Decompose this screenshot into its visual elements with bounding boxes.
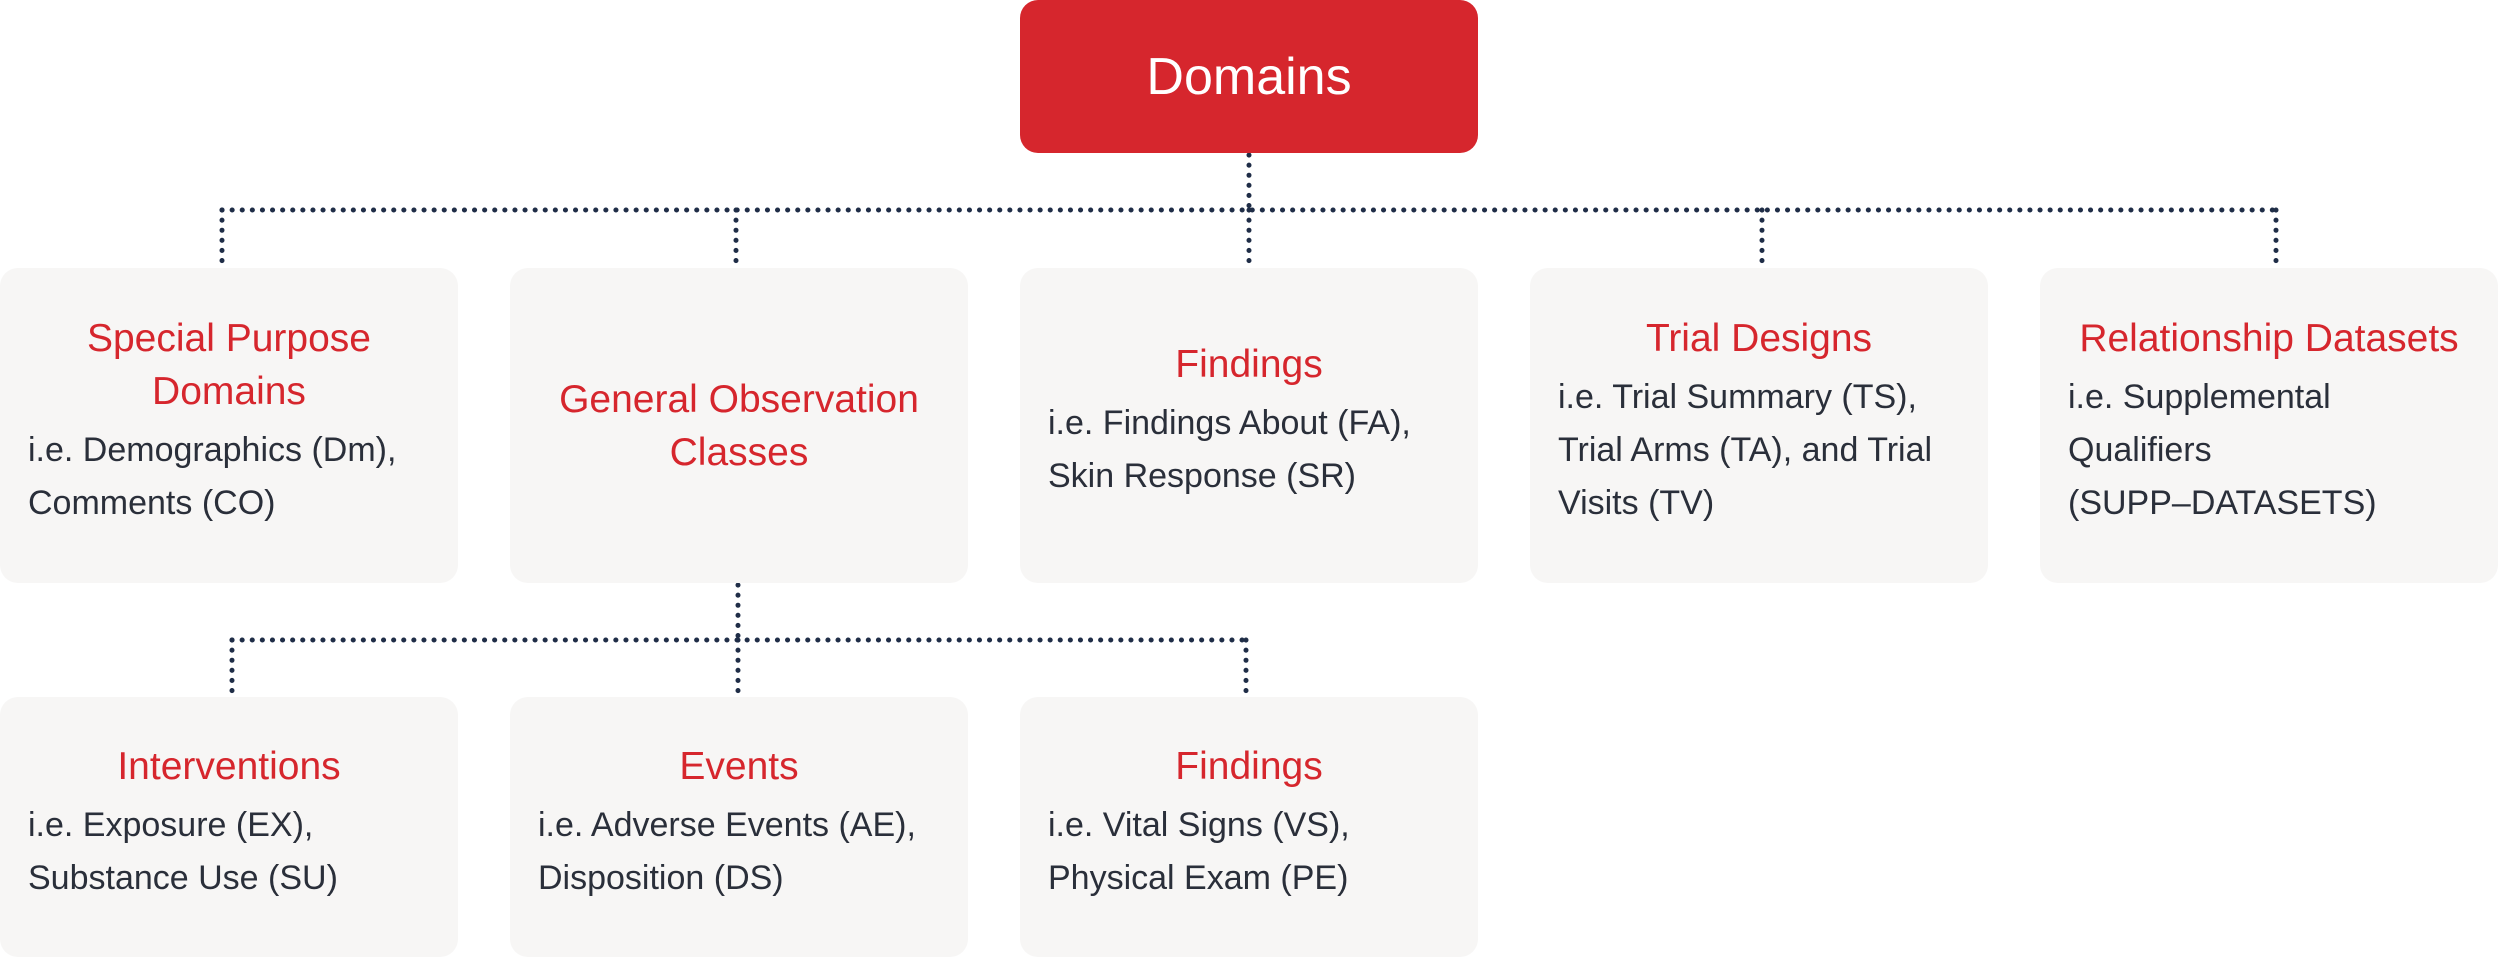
node-description-line: Physical Exam (PE)	[1048, 858, 1349, 897]
node-description: i.e. Vital Signs (VS), Physical Exam (PE)	[1048, 799, 1450, 905]
node-title: Trial Designs	[1558, 312, 1960, 365]
findings-box: Findings i.e. Findings About (FA), Skin Re…	[1020, 268, 1478, 583]
node-description-line: Qualifiers	[2068, 430, 2212, 469]
node-description-line: (SUPP–DATASETS)	[2068, 483, 2377, 522]
node-description: i.e. Exposure (EX), Substance Use (SU)	[28, 799, 430, 905]
node-title: Interventions	[28, 740, 430, 793]
trial-designs-box: Trial Designs i.e. Trial Summary (TS), Tri…	[1530, 268, 1988, 583]
node-title-line: Special Purpose	[86, 316, 371, 360]
node-title: Findings	[1048, 338, 1450, 391]
node-title: Relationship Datasets	[2068, 312, 2470, 365]
node-title-line: Findings	[1175, 343, 1323, 386]
domains-root-title: Domains	[1146, 47, 1352, 106]
node-description-line: i.e. Vital Signs (VS),	[1048, 805, 1350, 844]
node-description: i.e. Findings About (FA), Skin Response (…	[1048, 397, 1450, 503]
node-description-line: i.e. Findings About (FA),	[1048, 404, 1411, 442]
node-description-line: i.e. Supplemental	[2068, 377, 2331, 416]
node-description-line: Substance Use (SU)	[28, 858, 338, 897]
node-description: i.e. Demographics (Dm), Comments (CO)	[28, 424, 430, 530]
node-title-line: Classes	[669, 430, 809, 474]
node-title-line: Relationship Datasets	[2079, 316, 2459, 360]
node-title-line: Domains	[152, 369, 306, 413]
node-description-line: i.e. Trial Summary (TS),	[1558, 377, 1917, 416]
node-title: Findings	[1048, 740, 1450, 793]
findings-box: Findings i.e. Vital Signs (VS), Physical E…	[1020, 697, 1478, 957]
node-title-line: General Observation	[559, 377, 919, 421]
events-box: Events i.e. Adverse Events (AE), Dispositi…	[510, 697, 968, 957]
node-description-line: Visits (TV)	[1558, 483, 1715, 522]
node-title-line: Interventions	[117, 744, 341, 788]
node-description: i.e. Trial Summary (TS), Trial Arms (TA),…	[1558, 371, 1960, 530]
node-description-line: Trial Arms (TA), and Trial	[1558, 430, 1933, 469]
node-description: i.e. Adverse Events (AE), Disposition (DS…	[538, 799, 940, 905]
node-description-line: Skin Response (SR)	[1048, 457, 1357, 495]
node-description-line: Disposition (DS)	[538, 858, 784, 897]
domains-root-box: Domains	[1020, 0, 1478, 153]
node-title: Events	[538, 740, 940, 793]
interventions-box: Interventions i.e. Exposure (EX), Substanc…	[0, 697, 458, 957]
node-title-line: Trial Designs	[1645, 316, 1873, 360]
node-title-line: Events	[679, 744, 799, 788]
node-title-line: Findings	[1175, 744, 1323, 788]
node-description-line: i.e. Adverse Events (AE),	[538, 805, 916, 844]
node-description-line: i.e. Exposure (EX),	[28, 805, 314, 844]
node-description-line: i.e. Demographics (Dm),	[28, 430, 397, 469]
node-description-line: Comments (CO)	[28, 483, 276, 522]
